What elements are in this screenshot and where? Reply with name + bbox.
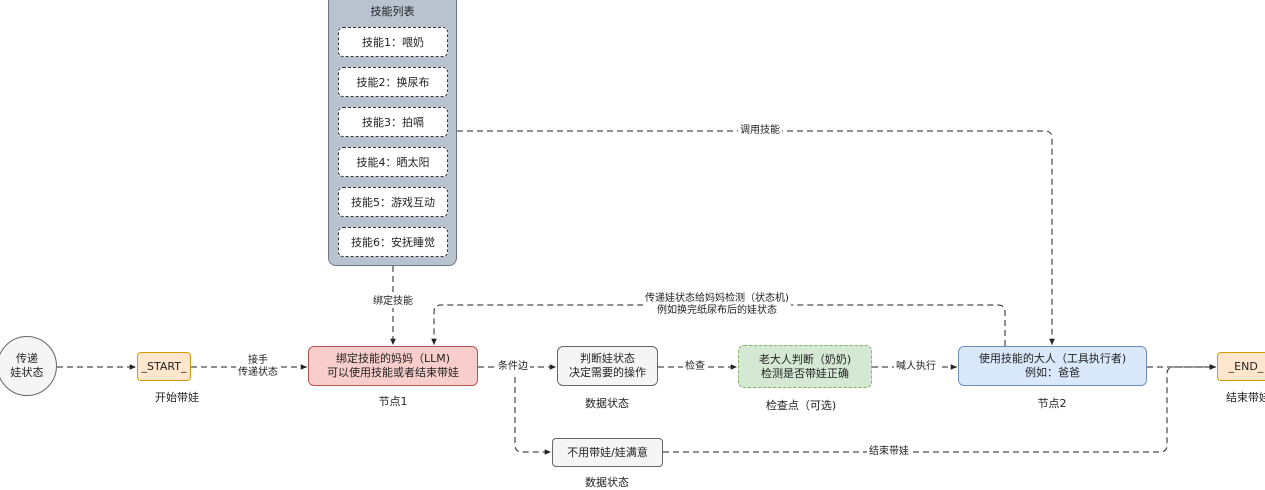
skill-item[interactable]: 技能5：游戏互动 [338,187,448,217]
edge-label-inspect: 检查 [683,361,707,373]
node2-caption: 节点2 [1037,397,1067,410]
skill-list-title: 技能列表 [370,5,415,18]
node1-caption: 节点1 [378,395,408,408]
adult-tool-node[interactable]: 使用技能的大人（工具执行者) 例如：爸爸 [958,346,1147,386]
edge-label-finish: 结束带娃 [867,446,911,458]
edge-label-bind: 绑定技能 [371,296,415,308]
skill-list-panel: 技能列表 技能1：喂奶 技能2：换尿布 技能3：拍嗝 技能4：晒太阳 技能5：游… [328,0,457,266]
edge-label-call: 调用技能 [738,125,782,137]
pass-state-circle[interactable]: 传递 娃状态 [0,336,57,396]
satisfied-node[interactable]: 不用带娃/娃满意 [552,438,663,467]
start-caption: 开始带娃 [155,391,199,404]
skill-item[interactable]: 技能6：安抚睡觉 [338,227,448,257]
edge-label-condition: 条件边 [496,361,530,373]
mom-llm-node[interactable]: 绑定技能的妈妈（LLM) 可以使用技能或者结束带娃 [308,346,478,386]
checkpoint-node[interactable]: 老大人判断（奶奶) 检测是否带娃正确 [738,345,872,388]
end-node[interactable]: _END_ [1217,352,1265,381]
end-caption: 结束带娃 [1226,391,1265,404]
skill-item[interactable]: 技能3：拍嗝 [338,107,448,137]
edge-call [457,130,1055,345]
edge-label-feedback: 传递娃状态给妈妈检测（状态机) 例如换完纸尿布后的娃状态 [643,293,791,317]
judge-state-node[interactable]: 判断娃状态 决定需要的操作 [557,346,658,386]
start-node[interactable]: _START_ [137,352,191,381]
skill-item[interactable]: 技能2：换尿布 [338,67,448,97]
satisfied-caption: 数据状态 [585,476,629,489]
edge-label-wake: 喊人执行 [894,361,938,373]
skill-item[interactable]: 技能4：晒太阳 [338,147,448,177]
edge-branch-satisfied [514,367,551,455]
skill-item[interactable]: 技能1：喂奶 [338,27,448,57]
judge-caption: 数据状态 [585,397,629,410]
edge-label-handoff: 接手 传递状态 [236,355,280,379]
edge-finish [663,364,1216,453]
checkpoint-caption: 检查点（可选) [765,399,837,412]
